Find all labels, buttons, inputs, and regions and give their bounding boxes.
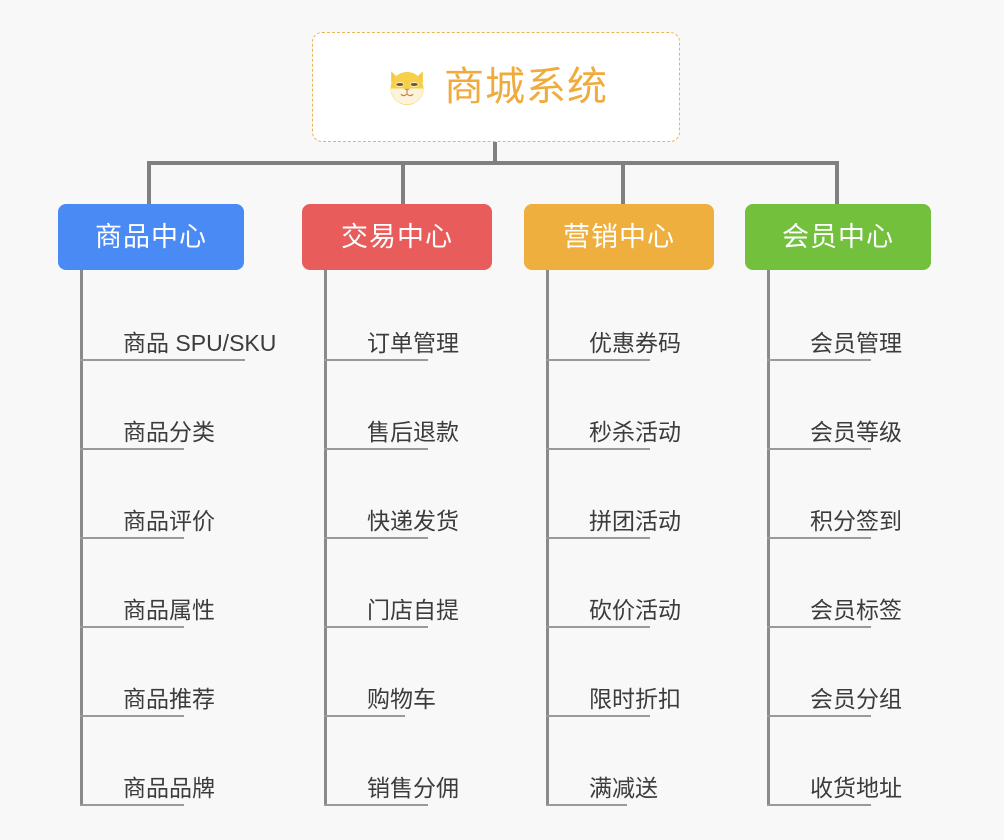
leaf-underline — [546, 804, 627, 806]
leaf-list-1: 商品 SPU/SKU 商品分类 商品评价 商品属性 商品推荐 商品品牌 — [80, 270, 276, 806]
leaf-underline — [80, 804, 184, 806]
leaf-underline — [546, 448, 650, 450]
branch-header-2[interactable]: 交易中心 — [302, 204, 492, 270]
leaf-label: 会员等级 — [767, 419, 908, 450]
branch-header-4[interactable]: 会员中心 — [745, 204, 931, 270]
leaf-label: 售后退款 — [324, 419, 465, 450]
leaf-label: 满减送 — [546, 775, 664, 806]
leaf-underline — [80, 626, 184, 628]
root-node[interactable]: 商城系统 — [312, 32, 680, 142]
leaf-list-2: 订单管理 售后退款 快递发货 门店自提 购物车 销售分佣 — [324, 270, 492, 806]
leaf-underline — [546, 537, 650, 539]
leaf-item[interactable]: 商品推荐 — [80, 628, 244, 717]
leaf-item[interactable]: 商品评价 — [80, 450, 244, 539]
leaf-item[interactable]: 收货地址 — [767, 717, 931, 806]
leaf-list-3: 优惠券码 秒杀活动 拼团活动 砍价活动 限时折扣 满减送 — [546, 270, 714, 806]
leaf-item[interactable]: 会员等级 — [767, 361, 931, 450]
leaf-underline — [80, 537, 184, 539]
leaf-item[interactable]: 购物车 — [324, 628, 492, 717]
connector-root-stem — [493, 142, 497, 164]
leaf-underline — [324, 359, 428, 361]
branch-header-label-3: 营销中心 — [563, 221, 675, 252]
leaf-underline — [546, 359, 650, 361]
leaf-item[interactable]: 门店自提 — [324, 539, 492, 628]
connector-drop-4 — [835, 161, 839, 204]
leaf-underline — [324, 537, 428, 539]
branch-header-label-4: 会员中心 — [782, 221, 894, 252]
branch-header-1[interactable]: 商品中心 — [58, 204, 244, 270]
leaf-underline — [324, 715, 405, 717]
leaf-item[interactable]: 订单管理 — [324, 272, 492, 361]
leaf-underline — [767, 448, 871, 450]
leaf-underline — [767, 359, 871, 361]
leaf-underline — [767, 626, 871, 628]
leaf-underline — [80, 715, 184, 717]
leaf-label: 销售分佣 — [324, 775, 465, 806]
leaf-label: 商品品牌 — [80, 775, 221, 806]
connector-drop-1 — [147, 161, 151, 204]
leaf-underline — [546, 715, 650, 717]
leaf-label: 秒杀活动 — [546, 419, 687, 450]
leaf-label: 收货地址 — [767, 775, 908, 806]
leaf-item[interactable]: 快递发货 — [324, 450, 492, 539]
leaf-label: 商品评价 — [80, 508, 221, 539]
leaf-underline — [767, 715, 871, 717]
leaf-label: 快递发货 — [324, 508, 465, 539]
leaf-label: 订单管理 — [324, 330, 465, 361]
leaf-label: 商品属性 — [80, 597, 221, 628]
leaf-item[interactable]: 砍价活动 — [546, 539, 714, 628]
leaf-item[interactable]: 限时折扣 — [546, 628, 714, 717]
branch-marketing-center: 营销中心 优惠券码 秒杀活动 拼团活动 砍价活动 限时折扣 满减送 — [524, 204, 714, 806]
leaf-label: 拼团活动 — [546, 508, 687, 539]
branch-header-label-1: 商品中心 — [95, 221, 207, 252]
leaf-item[interactable]: 拼团活动 — [546, 450, 714, 539]
leaf-label: 购物车 — [324, 686, 442, 717]
leaf-item[interactable]: 秒杀活动 — [546, 361, 714, 450]
leaf-item[interactable]: 商品品牌 — [80, 717, 244, 806]
branch-header-label-2: 交易中心 — [341, 221, 453, 252]
leaf-label: 门店自提 — [324, 597, 465, 628]
branch-product-center: 商品中心 商品 SPU/SKU 商品分类 商品评价 商品属性 商品推荐 商品品牌 — [58, 204, 276, 806]
leaf-label: 会员管理 — [767, 330, 908, 361]
leaf-item[interactable]: 优惠券码 — [546, 272, 714, 361]
leaf-item[interactable]: 商品 SPU/SKU — [80, 272, 276, 361]
leaf-item[interactable]: 商品属性 — [80, 539, 244, 628]
leaf-underline — [80, 359, 246, 361]
leaf-list-4: 会员管理 会员等级 积分签到 会员标签 会员分组 收货地址 — [767, 270, 931, 806]
shiba-dog-face-icon — [390, 71, 424, 105]
leaf-item[interactable]: 会员分组 — [767, 628, 931, 717]
leaf-item[interactable]: 会员标签 — [767, 539, 931, 628]
leaf-label: 砍价活动 — [546, 597, 687, 628]
connector-horizontal-bus — [147, 161, 839, 165]
leaf-item[interactable]: 会员管理 — [767, 272, 931, 361]
leaf-underline — [767, 537, 871, 539]
leaf-label: 优惠券码 — [546, 330, 687, 361]
leaf-item[interactable]: 销售分佣 — [324, 717, 492, 806]
branch-header-3[interactable]: 营销中心 — [524, 204, 714, 270]
leaf-underline — [767, 804, 871, 806]
branch-trade-center: 交易中心 订单管理 售后退款 快递发货 门店自提 购物车 销售分佣 — [302, 204, 492, 806]
leaf-underline — [546, 626, 650, 628]
leaf-label: 会员标签 — [767, 597, 908, 628]
leaf-label: 积分签到 — [767, 508, 908, 539]
leaf-underline — [324, 626, 428, 628]
leaf-underline — [324, 804, 428, 806]
leaf-item[interactable]: 售后退款 — [324, 361, 492, 450]
leaf-label: 商品推荐 — [80, 686, 221, 717]
root-title: 商城系统 — [444, 65, 608, 109]
leaf-item[interactable]: 满减送 — [546, 717, 714, 806]
leaf-label: 会员分组 — [767, 686, 908, 717]
leaf-item[interactable]: 积分签到 — [767, 450, 931, 539]
connector-drop-3 — [621, 161, 625, 204]
leaf-label: 商品分类 — [80, 419, 221, 450]
connector-drop-2 — [401, 161, 405, 204]
leaf-label: 限时折扣 — [546, 686, 687, 717]
leaf-item[interactable]: 商品分类 — [80, 361, 244, 450]
leaf-label: 商品 SPU/SKU — [80, 330, 282, 361]
leaf-underline — [324, 448, 428, 450]
branch-member-center: 会员中心 会员管理 会员等级 积分签到 会员标签 会员分组 收货地址 — [745, 204, 931, 806]
leaf-underline — [80, 448, 184, 450]
